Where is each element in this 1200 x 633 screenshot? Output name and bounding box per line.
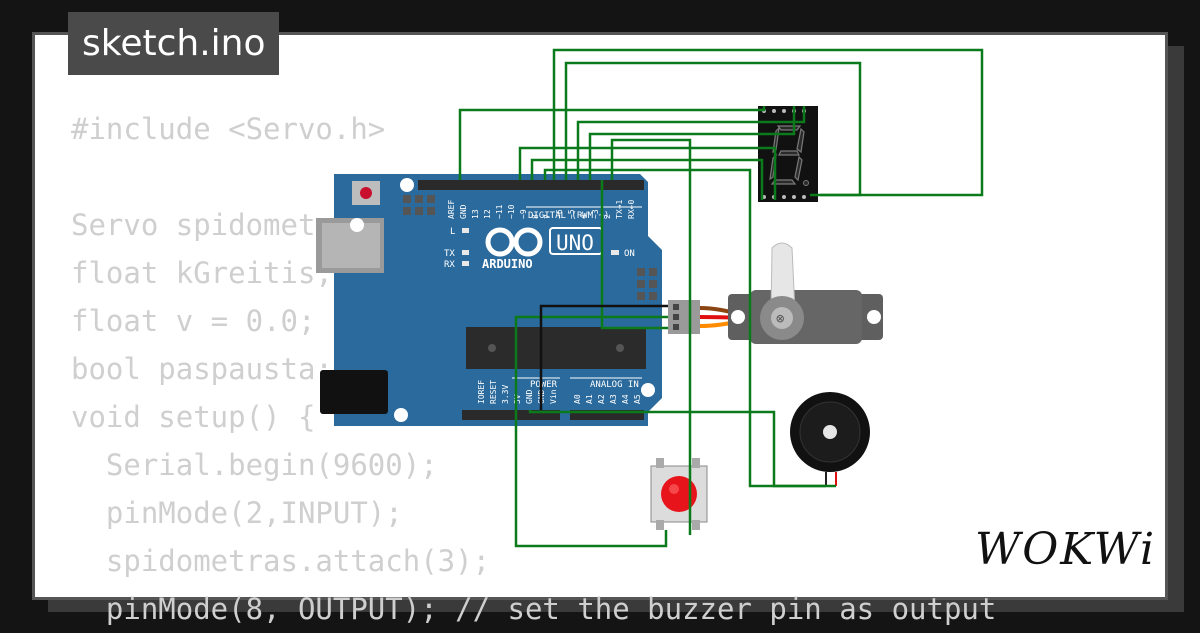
- filename-tab[interactable]: sketch.ino: [68, 12, 280, 75]
- pin-label: AREF: [447, 200, 456, 219]
- code-line: void setup() {: [71, 400, 316, 434]
- analog-header: [570, 410, 644, 420]
- arduino-logo-icon: [485, 227, 543, 257]
- power-jack: [320, 370, 388, 414]
- pin-label: IOREF: [477, 380, 486, 404]
- pin-label: ~10: [507, 204, 516, 219]
- seven-segment-display[interactable]: [758, 106, 818, 202]
- code-line: bool paspausta;: [71, 352, 333, 386]
- ground-wire: [539, 304, 668, 410]
- push-button[interactable]: [650, 458, 708, 530]
- pin-label: GND: [459, 204, 468, 219]
- pin-label: A3: [609, 394, 618, 404]
- analog-label: ANALOG IN: [590, 380, 639, 390]
- pin-label: 7: [543, 214, 552, 219]
- pin-label: GND: [525, 389, 534, 404]
- wires: [458, 48, 984, 548]
- pin-label: A5: [633, 394, 642, 404]
- power-header: [462, 410, 560, 420]
- pin-label: RX←0: [627, 200, 636, 219]
- wokwi-logo: WOKWi: [975, 522, 1156, 578]
- uno-model-text: UNO: [556, 231, 594, 255]
- digital-header: [418, 180, 644, 190]
- pin-label: 12: [483, 209, 492, 219]
- pin-label: ~3: [591, 209, 600, 219]
- pin-label: ~11: [495, 204, 504, 219]
- power-label: POWER: [530, 380, 558, 390]
- filename-label: sketch.ino: [82, 23, 266, 64]
- icsp-header: [403, 195, 657, 300]
- servo-motor[interactable]: ⊗: [668, 242, 883, 344]
- pin-label: 3.3V: [501, 385, 510, 404]
- code-line: #include <Servo.h>: [71, 112, 386, 146]
- pin-label: 5V: [513, 394, 522, 404]
- code-line: pinMode(2,INPUT);: [71, 496, 403, 530]
- arduino-brand-text: ARDUINO: [482, 257, 533, 271]
- led-l-label: L: [450, 227, 455, 237]
- code-line: Serial.begin(9600);: [71, 448, 438, 482]
- pin-label: A2: [597, 394, 606, 404]
- code-line: float kGreitis;: [71, 256, 333, 290]
- code-line: pinMode(8, OUTPUT); // set the buzzer pi…: [71, 592, 997, 626]
- pin-label: TX→1: [615, 200, 624, 219]
- led-rx-label: RX: [444, 260, 455, 270]
- code-preview: #include <Servo.h> Servo spidometras; fl…: [71, 105, 996, 633]
- pin-label: A4: [621, 394, 630, 404]
- pin-label: ~6: [555, 209, 564, 219]
- pin-label: RESET: [489, 380, 498, 404]
- pin-label: A0: [573, 394, 582, 404]
- digital-label: DIGITAL (PWM ~): [528, 211, 609, 221]
- led-on-label: ON: [624, 249, 635, 259]
- piezo-buzzer[interactable]: [790, 392, 870, 486]
- pin-label: 13: [471, 209, 480, 219]
- pin-label: A1: [585, 394, 594, 404]
- pin-label: 4: [579, 214, 588, 219]
- screw-icon: ⊗: [776, 311, 785, 327]
- led-tx-label: TX: [444, 249, 455, 259]
- pin-label: 2: [603, 214, 612, 219]
- pin-label: ~5: [567, 209, 576, 219]
- code-line: spidometras.attach(3);: [71, 544, 491, 578]
- pin-label: 8: [531, 214, 540, 219]
- servo-connector: [668, 300, 700, 334]
- wokwi-logo-text: WOKWi: [975, 524, 1157, 575]
- code-line: float v = 0.0;: [71, 304, 316, 338]
- pin-label: ~9: [519, 209, 528, 219]
- pin-label: Vin: [549, 389, 558, 404]
